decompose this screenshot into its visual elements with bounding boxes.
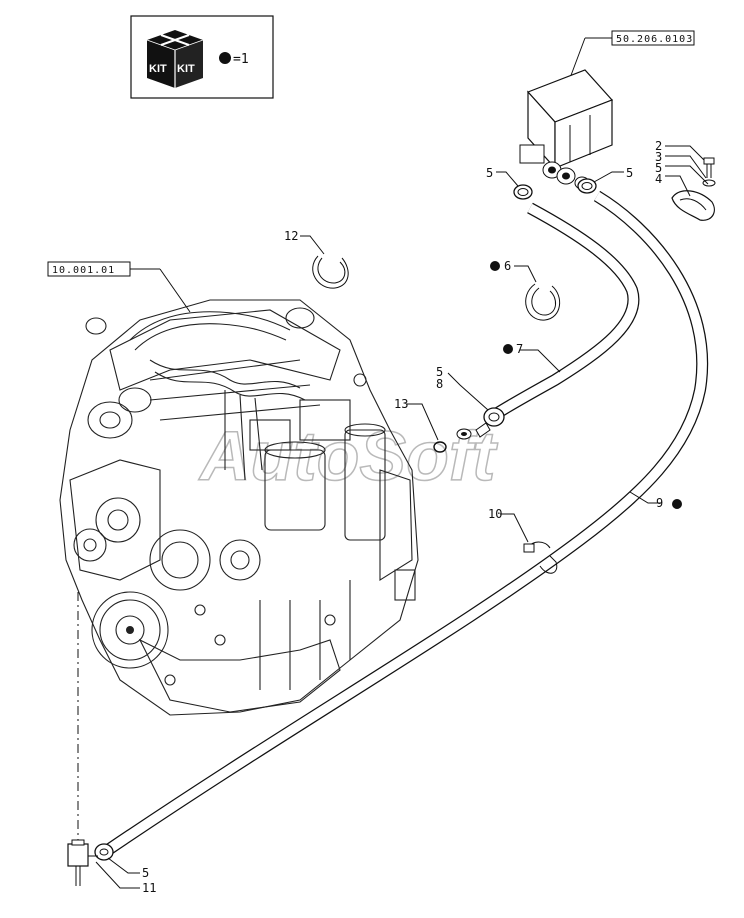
callout-5-bolt: 5 [655,161,662,175]
callout-6: 6 [504,259,511,273]
kit-equals-text: =1 [233,52,249,67]
watermark: AutoSoft [198,417,498,495]
ref-engine-text: 10.001.01 [52,265,115,276]
kit-text-left: KIT [149,63,167,75]
kit-bullet-6-icon [490,261,500,271]
hose-clamp-left-top [513,184,533,200]
ref-valve-block: 50.206.0103 [569,30,695,79]
o-ring [433,441,447,453]
callout-5-fitting: 5 [436,365,443,379]
spring-clip-12 [312,255,349,289]
ref-engine: 10.001.01 [47,261,191,313]
callout-10: 10 [488,507,502,521]
spring-clip-6 [525,283,561,321]
callout-3: 3 [655,150,662,164]
kit-box-icon: KIT KIT [146,30,204,88]
callout-9: 9 [656,496,663,510]
drain-valve [67,839,114,886]
kit-bullet-7-icon [503,344,513,354]
callout-5-bottom: 5 [142,866,149,880]
fitting-adapter [456,407,505,440]
kit-bullet-9-icon [672,499,682,509]
callout-5-valve-right: 5 [626,166,633,180]
callout-12: 12 [284,229,298,243]
ref-valve-block-text: 50.206.0103 [616,34,693,45]
callout-2: 2 [655,139,662,153]
bolt-and-clip [671,157,716,221]
callout-labels: 5 5 2 3 5 4 12 6 7 5 8 13 9 10 5 11 [142,139,682,895]
valve-block [519,69,614,190]
hose-clamp-right-top [577,178,597,194]
kit-text-right: KIT [177,63,195,75]
kit-bullet-icon [219,52,231,64]
kit-legend: KIT KIT =1 [130,15,274,99]
callout-4: 4 [655,172,662,186]
hose-clip-10 [523,541,558,574]
hose-long [104,190,709,855]
callout-11: 11 [142,881,156,895]
callout-7: 7 [516,342,523,356]
leader-lines [95,145,709,889]
callout-13: 13 [394,397,408,411]
callout-8: 8 [436,377,443,391]
hose-upper [492,202,640,420]
callout-5-valve-left: 5 [486,166,493,180]
engine-assembly [59,299,419,716]
